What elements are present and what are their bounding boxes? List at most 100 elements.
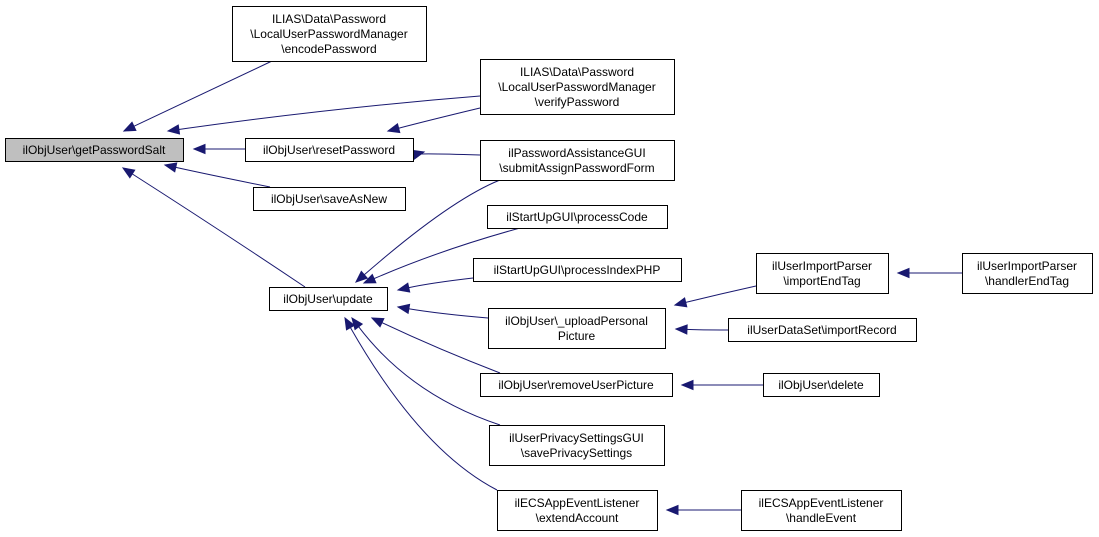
node-label-line: ilStartUpGUI\processCode: [506, 210, 648, 224]
edge-line: [363, 179, 501, 276]
edge-line: [131, 172, 306, 288]
edge-line: [685, 328, 729, 331]
node-box: [253, 187, 406, 211]
node-label-line: ILIAS\Data\Password: [520, 65, 634, 79]
node-getPasswordSalt[interactable]: ilObjUser\getPasswordSalt: [5, 138, 184, 162]
edge-line: [372, 227, 521, 280]
arrowhead-icon: [166, 124, 181, 135]
arrowhead-icon: [355, 270, 369, 283]
arrowhead-icon: [386, 123, 401, 134]
arrowhead-icon: [673, 297, 688, 308]
node-submitAssignPasswordForm[interactable]: ilPasswordAssistanceGUI\submitAssignPass…: [480, 140, 675, 181]
node-box: [5, 138, 184, 162]
node-label-line: ilECSAppEventListener: [515, 496, 640, 510]
node-box: [487, 205, 668, 229]
edge-importRecord-to-uploadPersonalPicture: [674, 324, 729, 335]
edges-layer: [121, 60, 962, 516]
node-label-line: ilPasswordAssistanceGUI: [508, 146, 645, 160]
node-encodePassword[interactable]: ILIAS\Data\Password\LocalUserPasswordMan…: [232, 6, 427, 62]
arrowhead-icon: [370, 317, 385, 328]
node-label-line: ilECSAppEventListener: [759, 496, 884, 510]
node-processIndexPHP[interactable]: ilStartUpGUI\processIndexPHP: [473, 258, 682, 282]
arrowhead-icon: [896, 267, 910, 279]
edge-line: [407, 277, 474, 289]
node-box: [497, 490, 658, 531]
node-label-line: \extendAccount: [536, 511, 619, 525]
node-resetPassword[interactable]: ilObjUser\resetPassword: [245, 138, 414, 162]
node-importRecord[interactable]: ilUserDataSet\importRecord: [728, 318, 917, 342]
node-label-line: \handleEvent: [786, 511, 857, 525]
node-label-line: \LocalUserPasswordManager: [250, 27, 407, 41]
node-box: [488, 308, 666, 349]
edge-encodePassword-to-getPasswordSalt: [122, 60, 273, 132]
node-box: [756, 253, 889, 294]
node-label-line: \LocalUserPasswordManager: [498, 80, 655, 94]
arrowhead-icon: [396, 303, 411, 315]
node-box: [489, 425, 665, 466]
edge-submitAssignPasswordForm-to-resetPassword: [411, 149, 481, 160]
node-label-line: \verifyPassword: [535, 95, 620, 109]
edge-update-to-getPasswordSalt: [121, 167, 306, 288]
node-label-line: ilUserPrivacySettingsGUI: [509, 431, 644, 445]
node-label-line: ilObjUser\_uploadPersonal: [505, 314, 648, 328]
nodes-layer: ilObjUser\getPasswordSalt ILIAS\Data\Pass…: [5, 6, 1093, 531]
edge-line: [407, 308, 489, 319]
edge-line: [357, 325, 501, 426]
node-box: [728, 318, 917, 342]
node-label-line: ilObjUser\resetPassword: [263, 143, 395, 157]
edge-line: [349, 326, 498, 491]
node-label-line: ilObjUser\getPasswordSalt: [23, 143, 166, 157]
node-label-line: ilUserDataSet\importRecord: [747, 323, 896, 337]
arrowhead-icon: [344, 316, 356, 331]
edge-processCode-to-update: [362, 227, 521, 284]
node-box: [473, 258, 682, 282]
node-box: [480, 373, 673, 397]
edge-importEndTag-to-uploadPersonalPicture: [673, 285, 757, 308]
node-box: [763, 373, 880, 397]
edge-processIndexPHP-to-update: [396, 277, 474, 293]
node-label-line: ILIAS\Data\Password: [272, 12, 386, 26]
node-box: [269, 287, 388, 311]
edge-line: [684, 285, 757, 304]
node-extendAccount[interactable]: ilECSAppEventListener\extendAccount: [497, 490, 658, 531]
node-handleEvent[interactable]: ilECSAppEventListener\handleEvent: [741, 490, 902, 531]
node-delete[interactable]: ilObjUser\delete: [763, 373, 880, 397]
node-label-line: ilObjUser\delete: [778, 378, 864, 392]
arrowhead-icon: [680, 379, 694, 391]
node-label-line: ilUserImportParser: [977, 259, 1077, 273]
node-saveAsNew[interactable]: ilObjUser\saveAsNew: [253, 187, 406, 211]
node-label-line: \handlerEndTag: [985, 274, 1069, 288]
node-savePrivacySettings[interactable]: ilUserPrivacySettingsGUI\savePrivacySett…: [489, 425, 665, 466]
edge-extendAccount-to-update: [344, 316, 498, 491]
edge-verifyPassword-to-resetPassword: [386, 107, 481, 134]
node-update[interactable]: ilObjUser\update: [269, 287, 388, 311]
arrowhead-icon: [192, 143, 206, 155]
edge-line: [132, 60, 273, 128]
edge-handleEvent-to-extendAccount: [665, 504, 741, 516]
node-box: [962, 253, 1093, 294]
arrowhead-icon: [411, 149, 426, 160]
edge-line: [380, 321, 501, 374]
arrowhead-icon: [674, 324, 688, 335]
edge-removeUserPicture-to-update: [370, 317, 501, 374]
node-box: [480, 140, 675, 181]
node-handlerEndTag[interactable]: ilUserImportParser\handlerEndTag: [962, 253, 1093, 294]
node-verifyPassword[interactable]: ILIAS\Data\Password\LocalUserPasswordMan…: [480, 59, 675, 115]
node-removeUserPicture[interactable]: ilObjUser\removeUserPicture: [480, 373, 673, 397]
edge-line: [177, 95, 481, 131]
node-label-line: ilUserImportParser: [772, 259, 872, 273]
node-processCode[interactable]: ilStartUpGUI\processCode: [487, 205, 668, 229]
edge-resetPassword-to-getPasswordSalt: [192, 143, 245, 155]
edge-handlerEndTag-to-importEndTag: [896, 267, 962, 279]
edge-savePrivacySettings-to-update: [351, 316, 501, 426]
node-label-line: \importEndTag: [783, 274, 860, 288]
node-box: [741, 490, 902, 531]
node-label-line: Picture: [558, 329, 596, 343]
node-importEndTag[interactable]: ilUserImportParser\importEndTag: [756, 253, 889, 294]
arrowhead-icon: [362, 273, 377, 284]
arrowhead-icon: [665, 504, 679, 516]
edge-line: [397, 107, 481, 129]
arrowhead-icon: [121, 167, 136, 179]
edge-saveAsNew-to-getPasswordSalt: [163, 162, 271, 188]
